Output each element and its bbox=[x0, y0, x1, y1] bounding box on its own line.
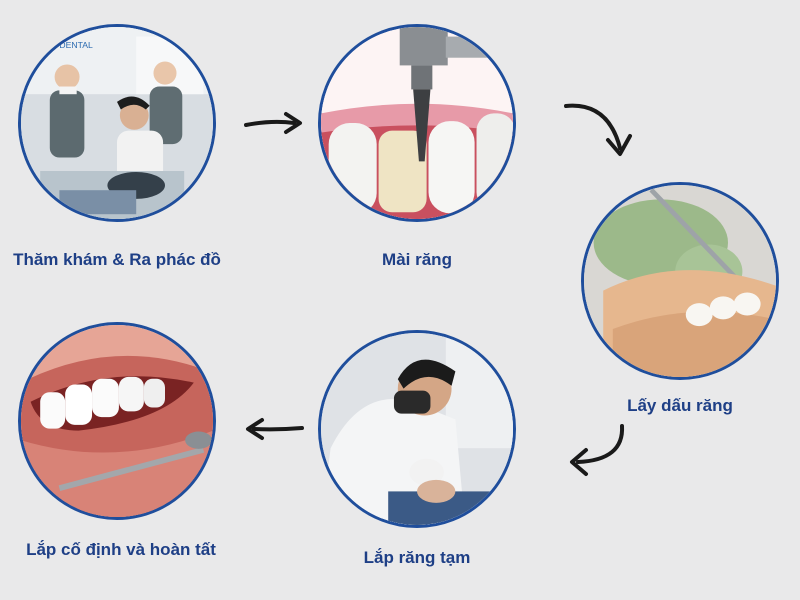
dental-consultation-photo-icon: DENTAL bbox=[21, 27, 213, 219]
step-3-label: Lấy dấu răng bbox=[627, 396, 733, 415]
finished-smile-photo-icon bbox=[21, 325, 213, 517]
step-1-label: Thăm khám & Ra phác đồ bbox=[13, 250, 221, 269]
arrow-right-icon bbox=[244, 112, 302, 134]
arrow-curved-down-icon bbox=[564, 103, 632, 156]
step-2-image bbox=[318, 24, 516, 222]
temporary-tooth-fitting-photo-icon bbox=[321, 333, 513, 525]
step-3-image bbox=[581, 182, 779, 380]
step-2-label: Mài răng bbox=[382, 250, 452, 269]
step-4-image bbox=[318, 330, 516, 528]
arrow-curved-left-icon bbox=[570, 424, 625, 476]
arrow-left-icon bbox=[246, 418, 304, 440]
tooth-grinding-photo-icon bbox=[321, 27, 513, 219]
dental-impression-photo-icon bbox=[584, 185, 776, 377]
step-5-label: Lắp cố định và hoàn tất bbox=[26, 540, 216, 559]
step-4-label: Lắp răng tạm bbox=[363, 548, 471, 567]
step-1-image: DENTAL bbox=[18, 24, 216, 222]
clinic-logo: DENTAL bbox=[59, 40, 93, 50]
step-5-image bbox=[18, 322, 216, 520]
